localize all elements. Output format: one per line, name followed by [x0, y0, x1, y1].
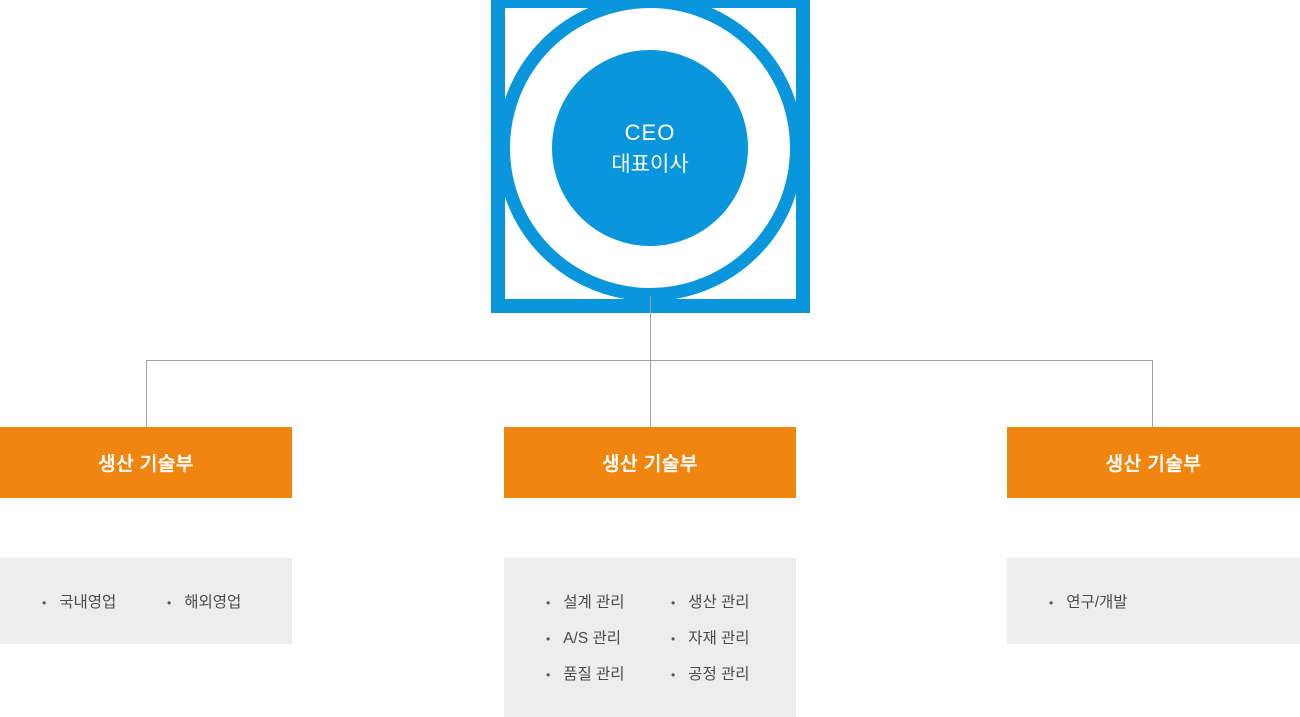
bullet-icon: •: [42, 596, 47, 610]
department-title-bar: 생산 기술부: [0, 427, 292, 498]
department-left: 생산 기술부 • 국내영업 • 해외영업: [0, 427, 292, 644]
list-item: • 연구/개발: [1049, 585, 1179, 621]
dept-column: • 해외영업: [167, 585, 292, 644]
list-item-label: 해외영업: [184, 594, 242, 611]
department-item-panel: • 연구/개발: [1007, 558, 1300, 644]
connector-drop-right: [1152, 360, 1153, 427]
list-item-label: A/S 관리: [563, 630, 622, 647]
bullet-icon: •: [167, 596, 172, 610]
dept-column: • 연구/개발: [1049, 585, 1179, 644]
list-item: • 공정 관리: [671, 657, 796, 693]
connector-stem: [650, 296, 651, 360]
connector-drop-middle: [650, 360, 651, 427]
list-item: • 생산 관리: [671, 585, 796, 621]
list-item: • 해외영업: [167, 585, 292, 621]
list-item: • 품질 관리: [546, 657, 671, 693]
bullet-icon: •: [1049, 596, 1054, 610]
bullet-icon: •: [671, 668, 676, 682]
ceo-circle: CEO 대표이사: [497, 0, 803, 301]
list-item: • 설계 관리: [546, 585, 671, 621]
list-item: • A/S 관리: [546, 621, 671, 657]
list-item-label: 자재 관리: [688, 630, 750, 647]
dept-column: • 국내영업: [42, 585, 167, 644]
department-center: 생산 기술부 • 설계 관리 • A/S 관리 • 품질 관리 • 생산 관리 • 자재 관리 • 공…: [504, 427, 796, 717]
department-title-bar: 생산 기술부: [1007, 427, 1300, 498]
list-item-label: 설계 관리: [563, 594, 625, 611]
dept-column: • 생산 관리 • 자재 관리 • 공정 관리: [671, 585, 796, 717]
list-item-label: 공정 관리: [688, 666, 750, 683]
list-item-label: 국내영업: [59, 594, 117, 611]
bullet-icon: •: [671, 596, 676, 610]
bullet-icon: •: [546, 668, 551, 682]
dept-column: • 설계 관리 • A/S 관리 • 품질 관리: [546, 585, 671, 717]
ceo-inner-circle: CEO 대표이사: [552, 50, 748, 246]
connector-drop-left: [146, 360, 147, 427]
bullet-icon: •: [546, 596, 551, 610]
department-title-bar: 생산 기술부: [504, 427, 796, 498]
bullet-icon: •: [546, 632, 551, 646]
ceo-subtitle: 대표이사: [611, 152, 689, 176]
list-item-label: 생산 관리: [688, 594, 750, 611]
department-item-panel: • 설계 관리 • A/S 관리 • 품질 관리 • 생산 관리 • 자재 관리 • 공정 관리: [504, 558, 796, 717]
list-item-label: 연구/개발: [1066, 594, 1128, 611]
list-item: • 자재 관리: [671, 621, 796, 657]
ceo-title: CEO: [624, 119, 676, 145]
list-item: • 국내영업: [42, 585, 167, 621]
list-item-label: 품질 관리: [563, 666, 625, 683]
connector-trunk: [146, 360, 1153, 361]
department-right: 생산 기술부 • 연구/개발: [1007, 427, 1300, 644]
bullet-icon: •: [671, 632, 676, 646]
department-item-panel: • 국내영업 • 해외영업: [0, 558, 292, 644]
